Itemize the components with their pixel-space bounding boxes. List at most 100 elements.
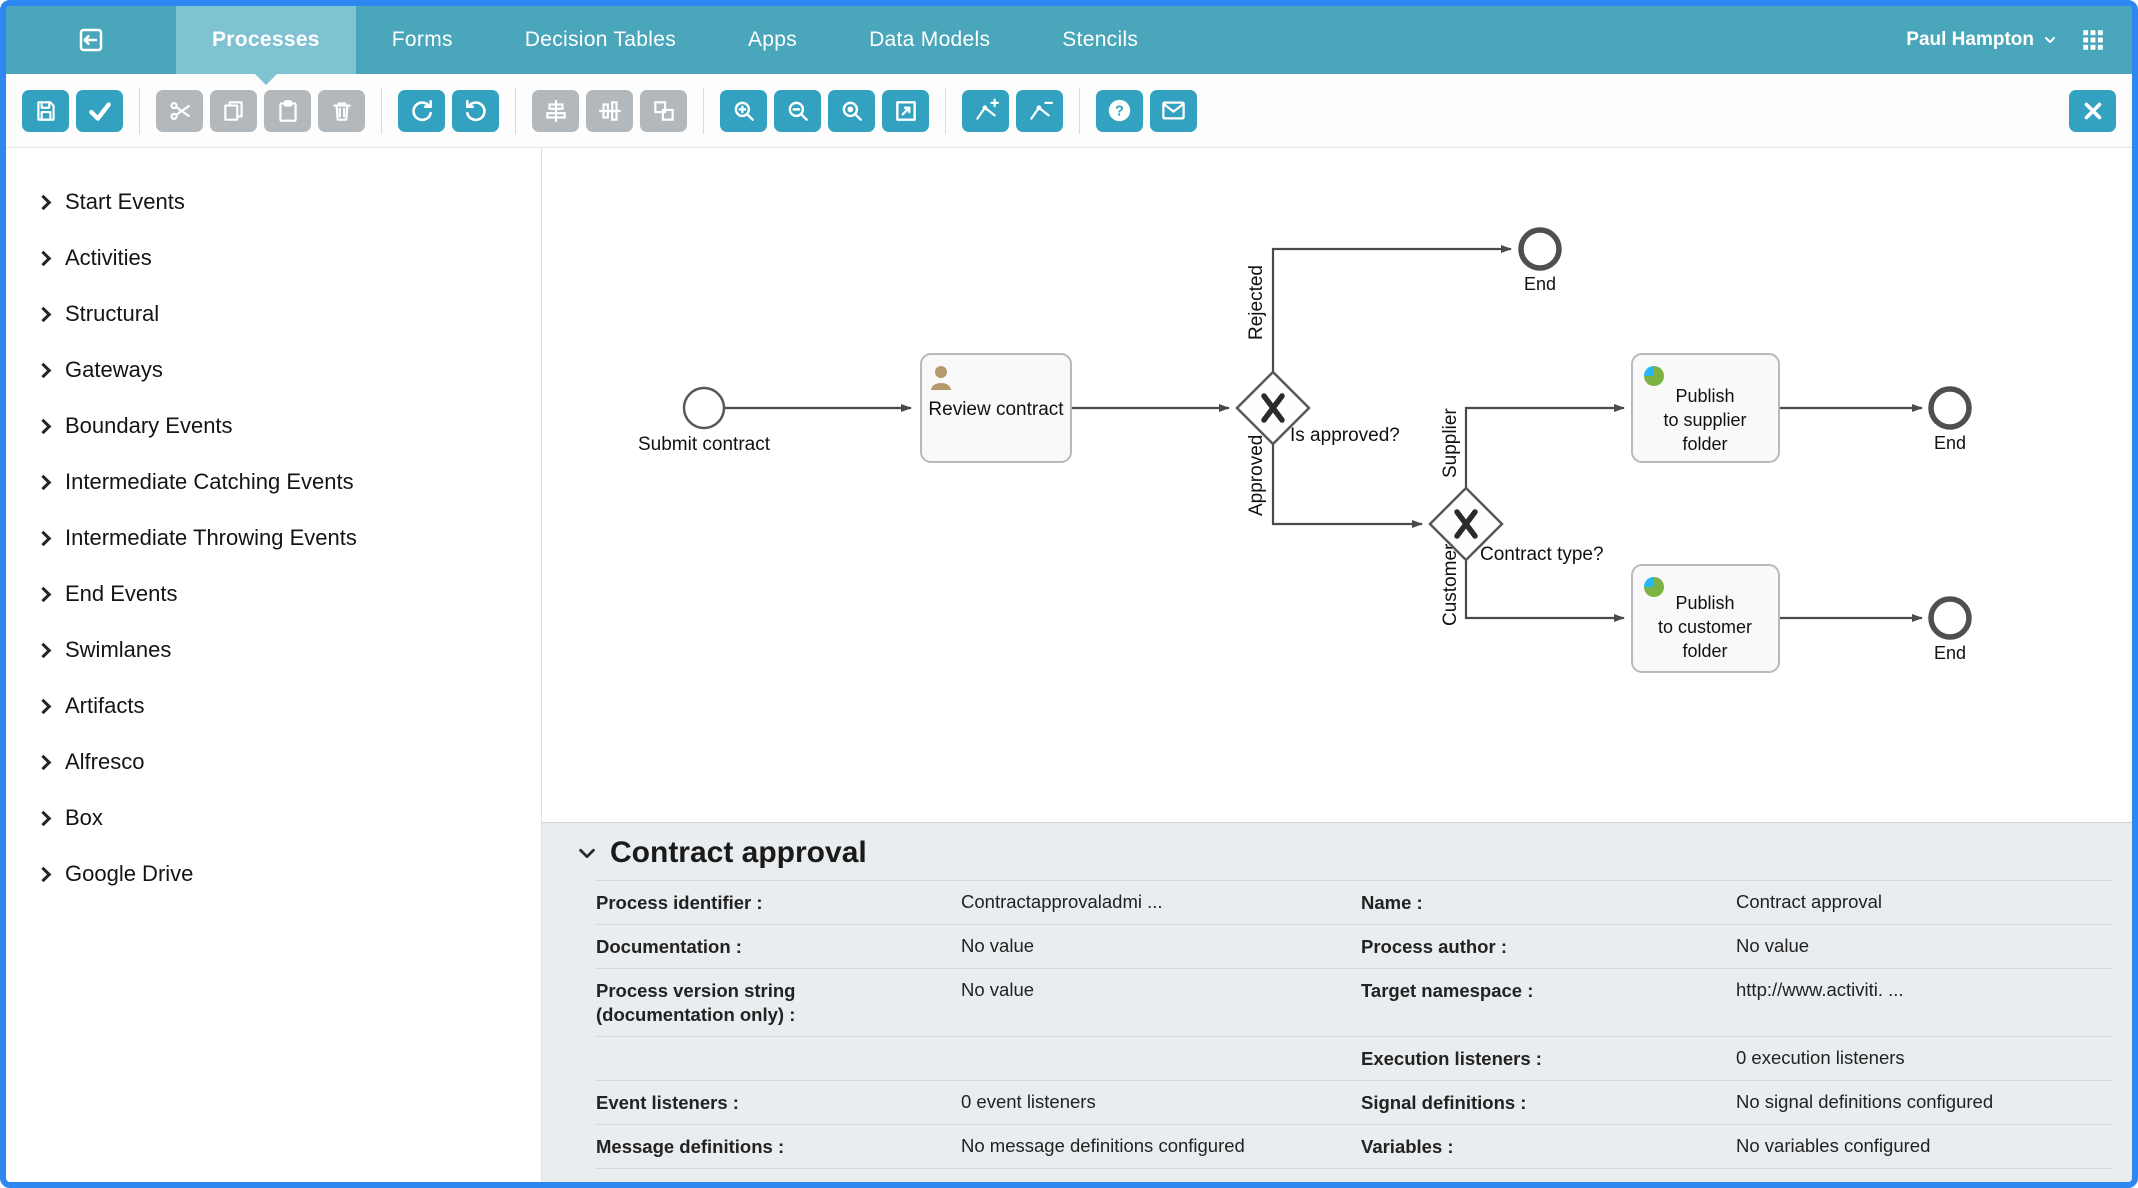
flow-label-rejected: Rejected — [1246, 265, 1267, 340]
tab-decision-tables[interactable]: Decision Tables — [489, 6, 712, 74]
add-bend-point-button[interactable] — [962, 89, 1009, 132]
sidebar-item-boundary-events[interactable]: Boundary Events — [6, 398, 541, 454]
help-button[interactable]: ? — [1096, 89, 1143, 132]
end-event-supplier[interactable]: End — [1928, 386, 1972, 453]
tab-data-models[interactable]: Data Models — [833, 6, 1026, 74]
tab-stencils[interactable]: Stencils — [1026, 6, 1174, 74]
property-value[interactable]: No variables configured — [1736, 1135, 1931, 1157]
sidebar-item-label: Boundary Events — [65, 413, 233, 438]
same-size-icon — [653, 100, 674, 121]
close-editor-button[interactable] — [2069, 89, 2116, 132]
bpmn-canvas[interactable]: Submit contract Review contract — [542, 148, 2132, 822]
property-label: Target namespace : — [1361, 980, 1534, 1002]
properties-panel-header[interactable]: Contract approval — [542, 823, 2132, 880]
cut-button[interactable] — [156, 89, 203, 132]
redo-icon — [411, 99, 432, 121]
chevron-right-icon — [35, 306, 52, 322]
app-grid-icon[interactable] — [2080, 27, 2106, 53]
gateway-label: Contract type? — [1480, 544, 1604, 565]
tab-forms[interactable]: Forms — [356, 6, 489, 74]
tab-processes[interactable]: Processes — [176, 6, 356, 74]
sidebar-item-google-drive[interactable]: Google Drive — [6, 846, 541, 902]
chevron-down-icon — [2045, 37, 2055, 43]
property-value[interactable]: No value — [961, 935, 1035, 957]
sidebar-item-end-events[interactable]: End Events — [6, 566, 541, 622]
gateway-is-approved[interactable]: Is approved? — [1235, 370, 1400, 446]
svg-text:?: ? — [1115, 104, 1124, 120]
sidebar-item-label: Google Drive — [65, 861, 194, 886]
sidebar-item-alfresco[interactable]: Alfresco — [6, 734, 541, 790]
properties-grid: Process identifier : Contractapprovaladm… — [596, 880, 2112, 1182]
task-publish-supplier-folder[interactable]: Publish to supplier folder — [1631, 353, 1780, 463]
zoom-fit-button[interactable] — [882, 89, 929, 132]
sidebar-item-structural[interactable]: Structural — [6, 286, 541, 342]
property-value[interactable]: 0 execution listeners — [1736, 1047, 1905, 1069]
flow-label-approved: Approved — [1246, 435, 1267, 516]
start-event-submit-contract[interactable]: Submit contract — [638, 386, 771, 455]
property-value[interactable]: No value — [1736, 935, 1810, 957]
property-value[interactable]: Contract approval — [1736, 891, 1883, 912]
task-review-contract[interactable]: Review contract — [920, 353, 1072, 463]
sidebar-item-box[interactable]: Box — [6, 790, 541, 846]
redo-button[interactable] — [398, 89, 445, 132]
property-label: Execution listeners : — [1361, 1048, 1542, 1070]
sidebar-item-intermediate-throwing-events[interactable]: Intermediate Throwing Events — [6, 510, 541, 566]
task-label-line: Publish — [1675, 593, 1734, 613]
undo-button[interactable] — [452, 89, 499, 132]
tab-label: Stencils — [1062, 28, 1139, 51]
end-event-rejected[interactable]: End — [1518, 227, 1562, 294]
chevron-right-icon — [35, 474, 52, 490]
chevron-down-icon — [579, 848, 595, 859]
sidebar-item-start-events[interactable]: Start Events — [6, 174, 541, 230]
same-size-button[interactable] — [640, 89, 687, 132]
property-value[interactable]: No signal definitions configured — [1736, 1091, 1994, 1113]
tab-label: Processes — [212, 28, 320, 51]
start-event-label: Submit contract — [638, 434, 771, 455]
sidebar-item-artifacts[interactable]: Artifacts — [6, 678, 541, 734]
toolbar-separator — [945, 87, 946, 134]
save-button[interactable] — [22, 89, 69, 132]
zoom-in-icon — [734, 101, 754, 121]
sidebar-item-swimlanes[interactable]: Swimlanes — [6, 622, 541, 678]
remove-bend-point-button[interactable] — [1016, 89, 1063, 132]
feedback-button[interactable] — [1150, 89, 1197, 132]
align-vertical-icon — [545, 99, 566, 122]
property-value[interactable]: No message definitions configured — [961, 1135, 1245, 1157]
user-menu[interactable]: Paul Hampton — [1906, 29, 2058, 51]
property-label: Process identifier : — [596, 892, 763, 913]
tab-label: Forms — [391, 28, 453, 51]
align-horizontal-button[interactable] — [586, 89, 633, 132]
task-publish-customer-folder[interactable]: Publish to customer folder — [1631, 564, 1780, 673]
zoom-in-button[interactable] — [720, 89, 767, 132]
sidebar-item-label: Intermediate Throwing Events — [65, 525, 357, 550]
tab-apps[interactable]: Apps — [712, 6, 833, 74]
property-value[interactable]: Contractapprovaladmi ... — [961, 891, 1163, 912]
delete-button[interactable] — [318, 89, 365, 132]
property-label: Event listeners : — [596, 1092, 739, 1114]
align-vertical-button[interactable] — [532, 89, 579, 132]
zoom-out-button[interactable] — [774, 89, 821, 132]
end-event-customer[interactable]: End — [1928, 596, 1972, 663]
validate-button[interactable] — [76, 89, 123, 132]
property-value[interactable]: No properties defined — [961, 1179, 1361, 1182]
remove-bend-point-icon — [1029, 101, 1053, 120]
save-icon — [36, 100, 55, 121]
paste-button[interactable] — [264, 89, 311, 132]
back-to-app-button[interactable] — [6, 6, 176, 74]
task-label-line: folder — [1682, 434, 1727, 454]
property-value[interactable]: No value — [961, 979, 1035, 1001]
sidebar-item-gateways[interactable]: Gateways — [6, 342, 541, 398]
property-value[interactable]: 0 event listeners — [961, 1091, 1096, 1113]
sequence-flows[interactable] — [725, 245, 1923, 622]
zoom-actual-size-icon — [842, 101, 862, 121]
sidebar-item-intermediate-catching-events[interactable]: Intermediate Catching Events — [6, 454, 541, 510]
flow-label-supplier: Supplier — [1440, 408, 1461, 478]
gateway-contract-type[interactable]: Contract type? — [1428, 486, 1604, 565]
sidebar-item-activities[interactable]: Activities — [6, 230, 541, 286]
property-value[interactable]: http://www.activiti. ... — [1736, 979, 1904, 1001]
chevron-right-icon — [35, 754, 52, 770]
zoom-actual-size-button[interactable] — [828, 89, 875, 132]
property-row: Documentation : No value Process author … — [596, 924, 2112, 968]
help-icon: ? — [1108, 99, 1131, 122]
copy-button[interactable] — [210, 89, 257, 132]
